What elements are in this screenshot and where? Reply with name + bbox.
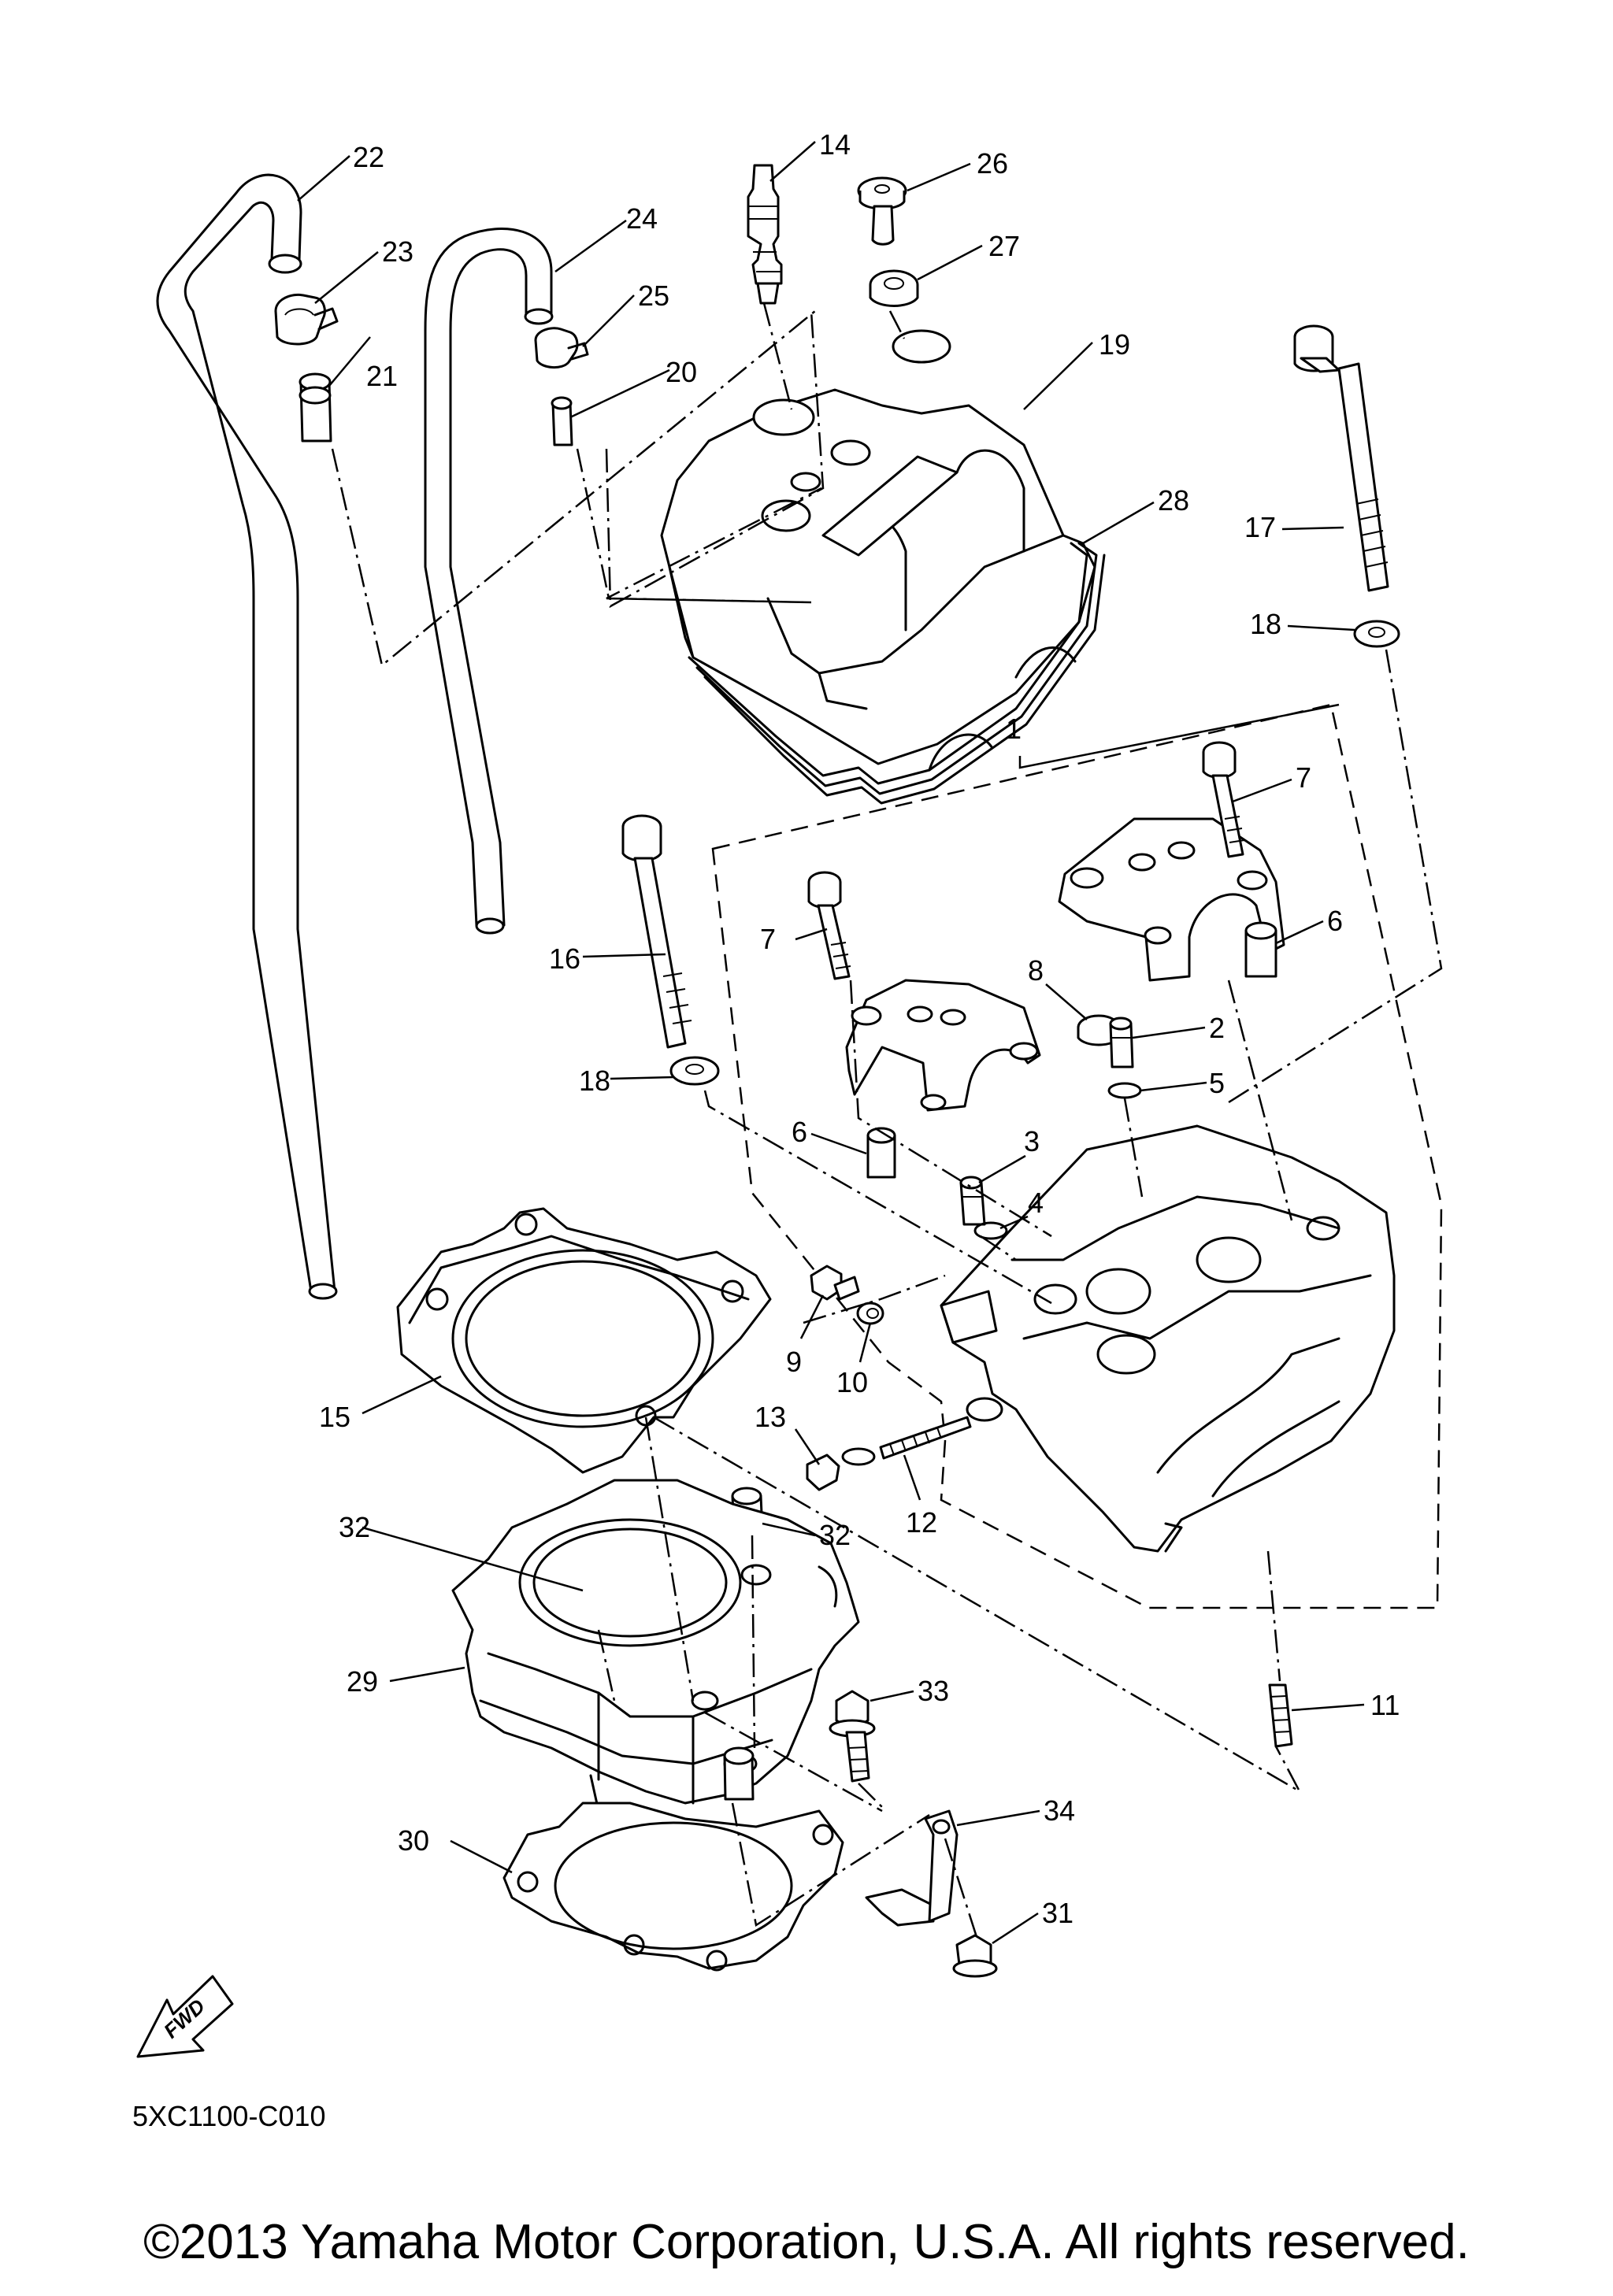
callout-16: 16 <box>549 942 580 975</box>
callout-17: 17 <box>1244 511 1276 543</box>
o-ring-5 <box>1107 1082 1142 1099</box>
diagram-code: 5XC1100-C010 <box>132 2100 326 2132</box>
bolt-7-left <box>807 871 851 980</box>
cylinder-head <box>940 1124 1396 1553</box>
callout-18-right: 18 <box>1250 608 1281 640</box>
hose-fitting-20 <box>551 396 573 446</box>
o-ring-4 <box>973 1221 1008 1240</box>
callout-labels: 1 2 3 4 5 6 6 7 7 8 9 10 11 12 13 14 15 … <box>319 128 1400 1929</box>
hose-clamp-25 <box>534 327 589 368</box>
callout-8: 8 <box>1028 954 1044 987</box>
callout-1: 1 <box>1006 713 1022 745</box>
callout-12: 12 <box>906 1506 937 1539</box>
callout-20: 20 <box>666 356 697 388</box>
callout-11: 11 <box>1370 1689 1400 1721</box>
callout-25: 25 <box>638 280 669 312</box>
callout-5: 5 <box>1209 1067 1225 1099</box>
callout-22: 22 <box>353 141 384 173</box>
head-cover-gasket-28 <box>688 542 1106 805</box>
fitting-3 <box>959 1176 986 1226</box>
spark-plug-14 <box>747 164 783 305</box>
leader-lines <box>297 141 1365 1945</box>
callout-26: 26 <box>977 147 1008 180</box>
callout-13: 13 <box>755 1401 786 1433</box>
hose-fitting-21 <box>298 372 332 443</box>
camshaft-cap-left <box>845 979 1041 1112</box>
flange-nut-31 <box>952 1934 998 1978</box>
callout-31: 31 <box>1042 1897 1073 1929</box>
nut-13 <box>806 1447 876 1491</box>
cylinder-29 <box>451 1479 860 1836</box>
callout-3: 3 <box>1024 1125 1040 1157</box>
copyright-notice: ©2013 Yamaha Motor Corporation, U.S.A. A… <box>143 2215 1470 2269</box>
forward-direction-arrow: FWD <box>136 1975 234 2058</box>
callout-28: 28 <box>1158 484 1189 517</box>
callout-2: 2 <box>1209 1012 1225 1044</box>
bolt-9 <box>810 1265 860 1301</box>
washer-10 <box>856 1302 884 1325</box>
stud-bolt-12 <box>879 1416 972 1460</box>
callout-10: 10 <box>836 1366 868 1398</box>
hose-clamp-23 <box>274 293 339 346</box>
cylinder-base-gasket-30 <box>502 1802 844 1972</box>
callout-7-right: 7 <box>1296 761 1311 794</box>
callout-6-left: 6 <box>792 1116 807 1148</box>
bolt-17 <box>1293 324 1389 592</box>
hose-24 <box>424 228 554 935</box>
callout-32-left: 32 <box>339 1511 370 1543</box>
callout-33: 33 <box>918 1675 949 1707</box>
bolt-16 <box>621 814 692 1049</box>
callout-29: 29 <box>347 1665 378 1698</box>
callout-24: 24 <box>626 202 658 235</box>
bolt-33 <box>829 1690 876 1783</box>
fitting-2 <box>1109 1017 1134 1068</box>
callout-7-left: 7 <box>760 923 776 955</box>
callout-19: 19 <box>1099 328 1130 361</box>
callout-9: 9 <box>786 1346 802 1378</box>
stud-bolt-11 <box>1268 1683 1293 1748</box>
cylinder-head-cover-19 <box>660 329 1096 765</box>
callout-34: 34 <box>1044 1794 1075 1827</box>
callout-6-right: 6 <box>1327 905 1343 937</box>
callout-30: 30 <box>398 1824 429 1857</box>
cylinder-head-gasket-15 <box>396 1207 772 1474</box>
callout-18-left: 18 <box>579 1065 610 1097</box>
bracket-34 <box>865 1809 959 1927</box>
grommet-27 <box>869 269 919 307</box>
dowel-pin-base <box>723 1746 755 1801</box>
callout-27: 27 <box>988 230 1020 262</box>
callout-14: 14 <box>819 128 851 161</box>
alignment-lines <box>331 302 1443 1938</box>
bolt-26 <box>857 176 907 246</box>
breather-hose-22 <box>156 173 338 1300</box>
callout-23: 23 <box>382 235 413 268</box>
callout-15: 15 <box>319 1401 350 1433</box>
callout-32-right: 32 <box>819 1519 851 1551</box>
callout-21: 21 <box>366 360 398 392</box>
camshaft-cap-right <box>1058 817 1285 982</box>
callout-4: 4 <box>1028 1187 1044 1219</box>
washer-18-right <box>1353 620 1400 648</box>
cylinder-head-assembly-box-1 <box>711 703 1443 1609</box>
washer-18-left <box>669 1056 720 1086</box>
dowel-pin-6-right <box>1244 921 1277 978</box>
dowel-pin-6-left <box>866 1127 896 1179</box>
bolt-7-right <box>1202 741 1245 858</box>
